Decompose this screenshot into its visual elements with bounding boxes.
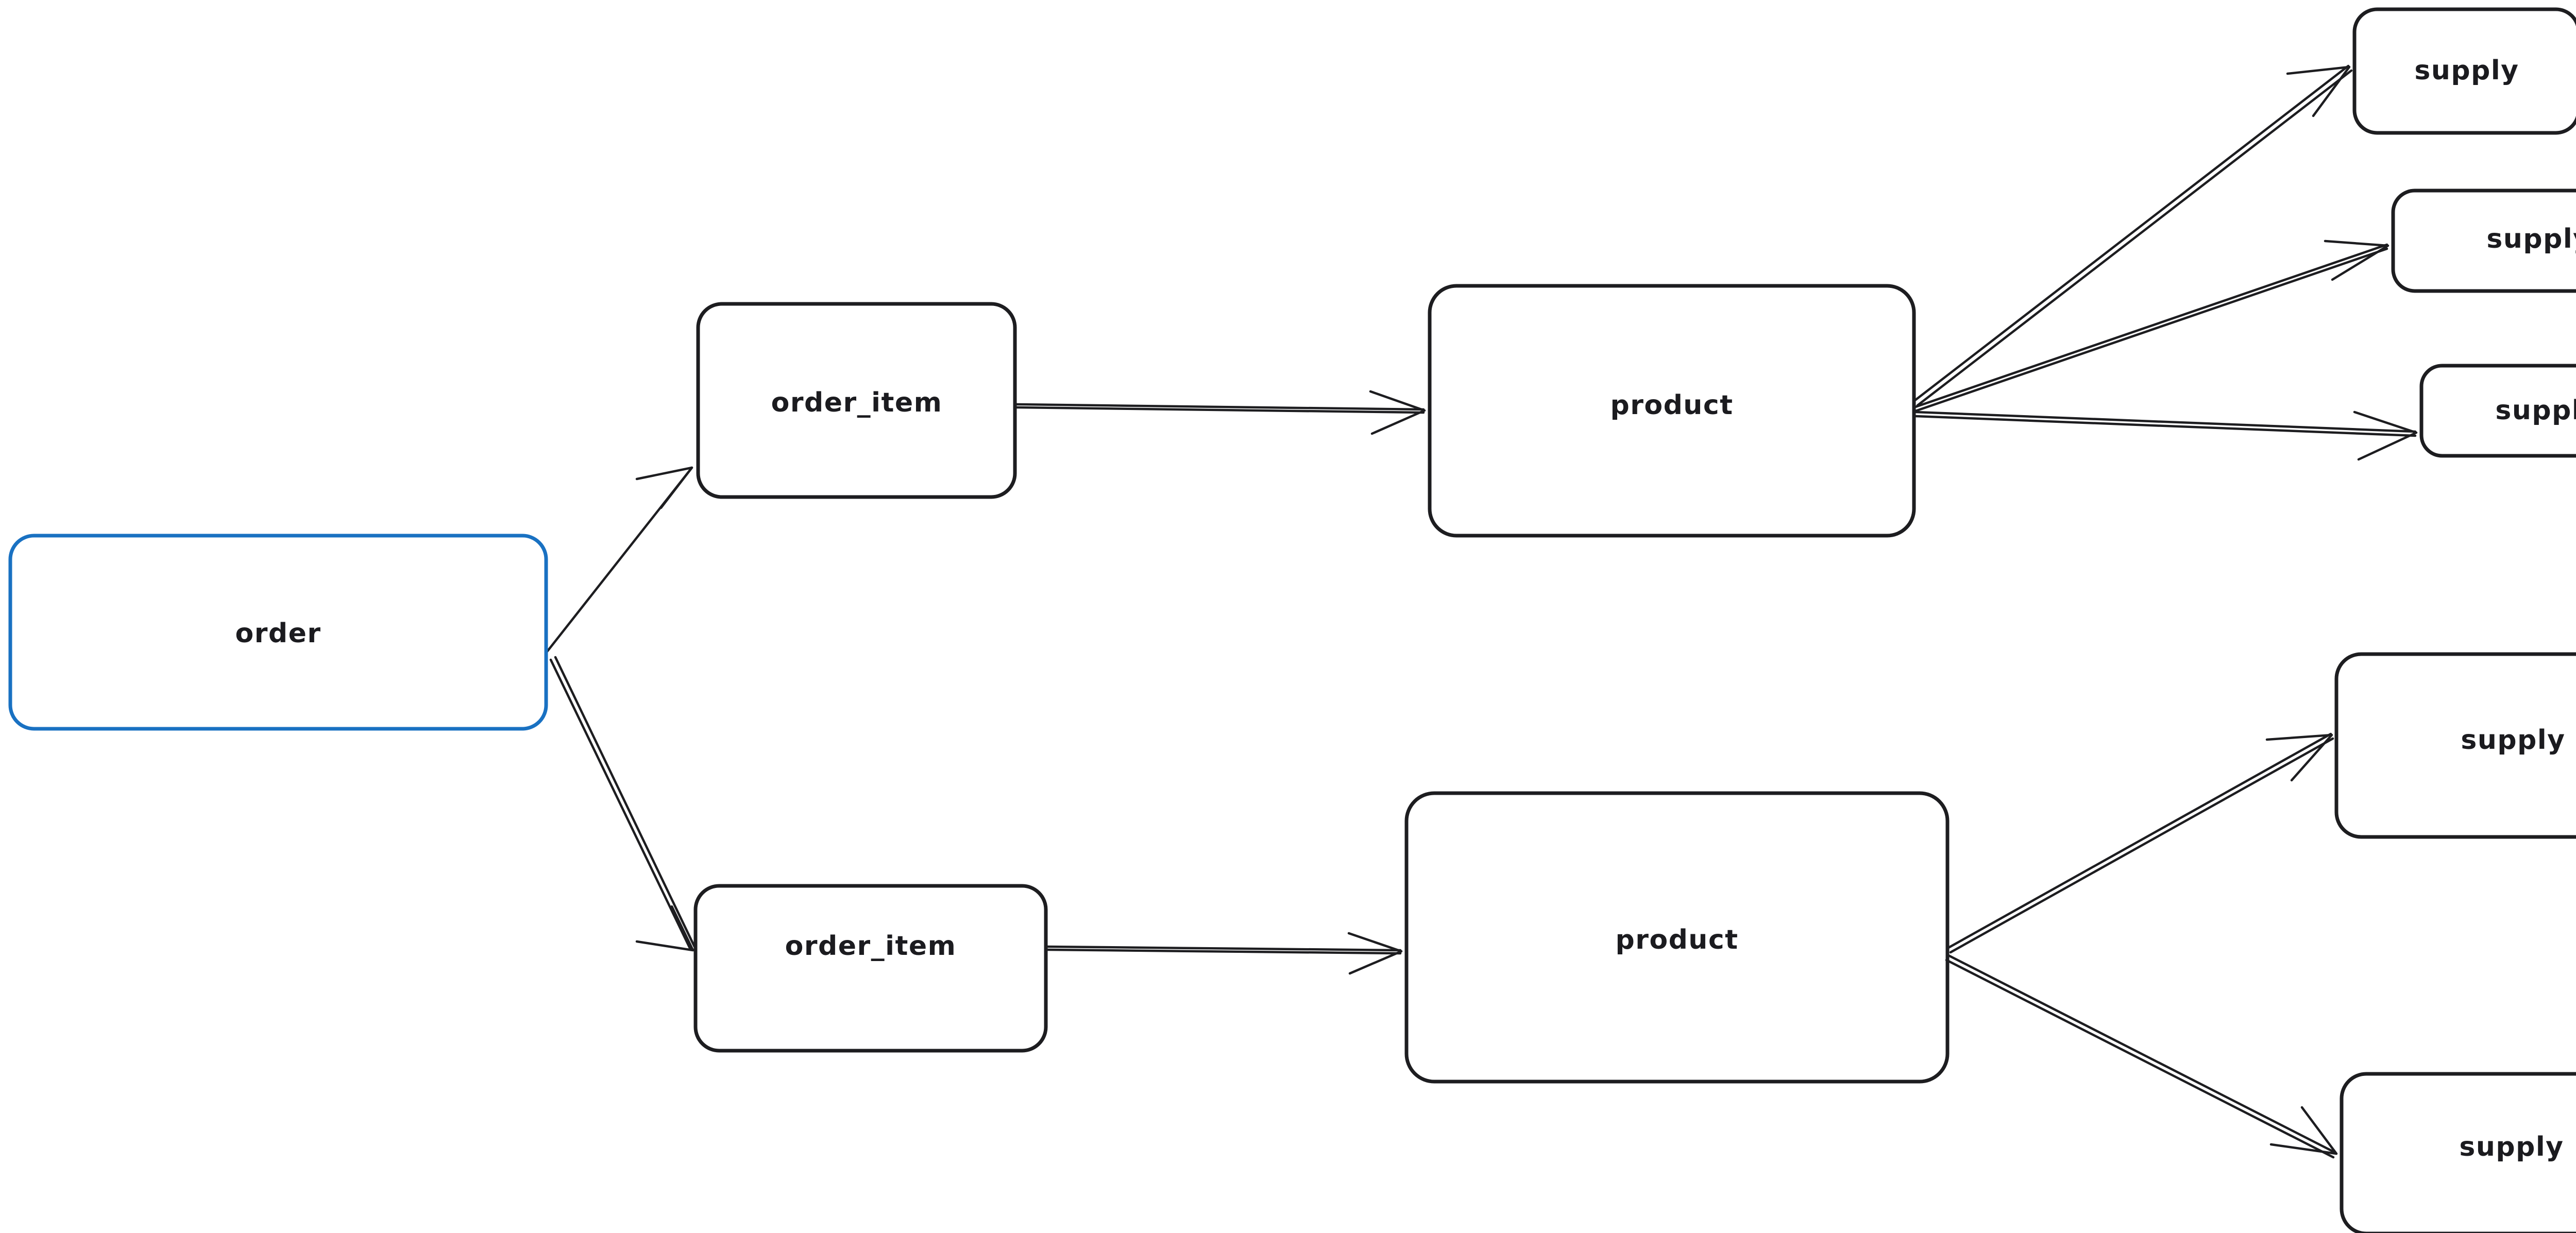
node-order-border — [8, 534, 548, 731]
edge-order-item-top-to-product-top — [1014, 390, 1426, 435]
node-order-item-top[interactable]: order_item — [696, 302, 1017, 499]
node-product-top-label: product — [1610, 390, 1733, 421]
node-supply-4-label: supply — [2461, 725, 2565, 756]
node-supply-3[interactable]: supply — [2419, 364, 2576, 458]
node-product-top[interactable]: product — [1428, 284, 1916, 538]
node-supply-5[interactable]: supply — [2340, 1072, 2576, 1233]
node-supply-3-border — [2419, 364, 2576, 458]
node-product-bottom-label: product — [1615, 924, 1738, 955]
node-supply-2[interactable]: supply — [2391, 189, 2576, 293]
node-order-item-top-label: order_item — [771, 387, 943, 418]
node-product-bottom[interactable]: product — [1404, 791, 1950, 1084]
node-supply-1-border — [2352, 7, 2576, 135]
node-order-item-bottom-hatch — [696, 886, 1046, 1051]
node-supply-5-label: supply — [2459, 1132, 2564, 1162]
node-order-item-bottom-shape — [696, 886, 1046, 1051]
node-product-top-border — [1428, 284, 1916, 538]
node-supply-1-label: supply — [2414, 55, 2519, 86]
node-supply-4-border — [2334, 652, 2576, 839]
edge-product-bottom-to-supply-4 — [1947, 732, 2334, 954]
node-order-item-top-border — [696, 302, 1017, 499]
edge-order-to-order-item-top — [546, 466, 693, 653]
node-supply-2-label: supply — [2486, 224, 2576, 254]
node-order-label: order — [235, 618, 321, 649]
edge-product-top-to-supply-3 — [1914, 410, 2418, 461]
node-order-item-bottom[interactable]: order_item — [693, 884, 1048, 1053]
node-order-item-bottom-label: order_item — [785, 931, 957, 962]
edge-order-to-order-item-bottom — [549, 656, 696, 952]
node-supply-4[interactable]: supply — [2334, 652, 2576, 839]
node-product-bottom-border — [1404, 791, 1950, 1084]
node-supply-3-label: supply — [2495, 395, 2576, 426]
node-supply-1[interactable]: supply — [2352, 7, 2576, 135]
edge-order-item-bottom-to-product-bottom — [1045, 932, 1403, 975]
edges-layer — [546, 64, 2418, 1159]
node-order-item-bottom-border — [693, 884, 1048, 1053]
edge-product-top-to-supply-2 — [1914, 239, 2389, 413]
edge-product-top-to-supply-1 — [1913, 64, 2353, 407]
node-supply-5-border — [2340, 1072, 2576, 1233]
node-supply-2-border — [2391, 189, 2576, 293]
node-order[interactable]: order — [8, 534, 548, 731]
edge-product-bottom-to-supply-5 — [1945, 954, 2338, 1159]
nodes-layer: order order_item order_item p — [8, 7, 2576, 1233]
